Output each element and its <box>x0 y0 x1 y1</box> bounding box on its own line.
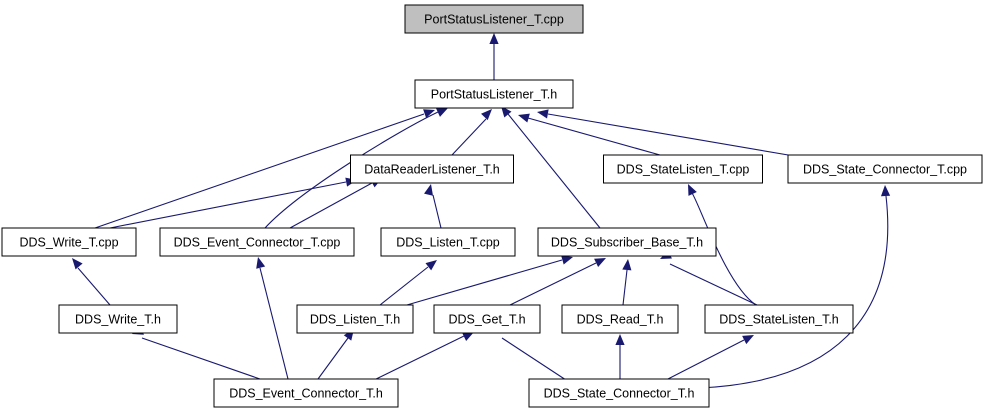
graph-edge-arrowhead <box>489 33 499 44</box>
graph-node-label: DDS_Write_T.h <box>75 312 161 326</box>
graph-node-label: DDS_Read_T.h <box>577 312 664 326</box>
graph-node-label: DDS_StateListen_T.cpp <box>617 162 750 176</box>
graph-edge <box>451 118 487 156</box>
graph-edge <box>669 263 758 306</box>
graph-node-box[interactable] <box>561 304 679 334</box>
graph-edge-arrowhead <box>424 184 434 196</box>
graph-edge <box>369 335 465 383</box>
graph-edge <box>379 266 429 306</box>
graph-edge <box>289 182 373 229</box>
graph-node-label: DDS_State_Connector_T.h <box>544 386 695 400</box>
graph-node-box[interactable] <box>603 154 763 184</box>
graph-node-label: DDS_Listen_T.cpp <box>396 235 500 249</box>
graph-node-box[interactable] <box>296 304 414 334</box>
graph-edge <box>507 113 601 229</box>
graph-node-box[interactable] <box>414 79 574 109</box>
graph-edge-arrowhead <box>561 255 573 265</box>
graph-edge <box>109 181 347 229</box>
graph-node-label: DDS_StateListen_T.h <box>719 312 839 326</box>
graph-node-box[interactable] <box>433 304 541 334</box>
graph-edge-arrowhead <box>481 109 492 121</box>
graph-edge-arrowhead <box>436 108 448 117</box>
node-layer: PortStatusListener_T.cppPortStatusListen… <box>1 4 983 408</box>
graph-node[interactable]: DDS_State_Connector_T.h <box>528 378 710 408</box>
graph-edge-arrowhead <box>501 106 512 118</box>
graph-node-label: PortStatusListener_T.h <box>431 87 558 101</box>
graph-edge <box>94 113 425 229</box>
graph-edge <box>547 113 801 158</box>
graph-edge <box>77 267 111 306</box>
graph-edge-arrowhead <box>425 260 437 271</box>
graph-edge <box>699 195 889 389</box>
graph-node-label: DDS_Listen_T.h <box>310 312 400 326</box>
graph-edge-arrowhead <box>518 113 530 123</box>
graph-node[interactable]: DDS_Read_T.h <box>561 304 679 334</box>
graph-edge-arrowhead <box>72 258 83 270</box>
graph-node[interactable]: PortStatusListener_T.h <box>414 79 574 109</box>
graph-edge <box>259 267 289 380</box>
graph-node-label: DataReaderListener_T.h <box>364 162 500 176</box>
graph-node-box[interactable] <box>404 4 584 34</box>
graph-edge <box>432 194 442 229</box>
graph-node-label: DDS_Event_Connector_T.h <box>229 386 383 400</box>
graph-edge-arrowhead <box>880 185 891 197</box>
graph-edge <box>317 337 349 380</box>
graph-node[interactable]: DDS_Listen_T.h <box>296 304 414 334</box>
graph-node-box[interactable] <box>58 304 178 334</box>
graph-node-box[interactable] <box>380 227 516 257</box>
graph-node-box[interactable] <box>213 378 399 408</box>
graph-edge-arrowhead <box>256 257 266 269</box>
graph-edge-arrowhead <box>423 109 435 118</box>
graph-edge <box>527 117 661 156</box>
graph-node[interactable]: DDS_Get_T.h <box>433 304 541 334</box>
graph-node-label: DDS_Subscriber_Base_T.h <box>551 235 703 249</box>
graph-edge-arrowhead <box>742 335 754 345</box>
graph-edge <box>501 337 567 381</box>
graph-node[interactable]: DDS_Write_T.cpp <box>1 227 137 257</box>
graph-node-label: DDS_State_Connector_T.cpp <box>803 162 967 176</box>
graph-node-label: DDS_Event_Connector_T.cpp <box>174 235 341 249</box>
graph-edge <box>622 269 628 306</box>
graph-node[interactable]: DDS_Event_Connector_T.cpp <box>159 227 355 257</box>
graph-node[interactable]: DDS_State_Connector_T.cpp <box>787 154 983 184</box>
graph-node-box[interactable] <box>704 304 854 334</box>
graph-edge-arrowhead <box>462 332 474 341</box>
graph-node-label: PortStatusListener_T.cpp <box>424 12 564 26</box>
graph-edge <box>399 259 563 308</box>
graph-edge-arrowhead <box>622 259 632 271</box>
graph-edge <box>665 339 745 381</box>
graph-node[interactable]: DDS_StateListen_T.cpp <box>603 154 763 184</box>
graph-node[interactable]: DDS_Listen_T.cpp <box>380 227 516 257</box>
graph-edge <box>509 262 597 306</box>
graph-node-box[interactable] <box>537 227 717 257</box>
graph-edge-arrowhead <box>688 184 697 196</box>
graph-node[interactable]: PortStatusListener_T.cpp <box>404 4 584 34</box>
graph-node[interactable]: DDS_Subscriber_Base_T.h <box>537 227 717 257</box>
graph-node-box[interactable] <box>350 154 514 184</box>
graph-node[interactable]: DDS_StateListen_T.h <box>704 304 854 334</box>
graph-node[interactable]: DDS_Write_T.h <box>58 304 178 334</box>
graph-node-box[interactable] <box>1 227 137 257</box>
graph-edge <box>141 337 261 380</box>
graph-edge-arrowhead <box>594 258 606 267</box>
graph-node[interactable]: DataReaderListener_T.h <box>350 154 514 184</box>
graph-node-label: DDS_Get_T.h <box>448 312 525 326</box>
graph-edge-arrowhead <box>537 109 549 119</box>
graph-node-box[interactable] <box>159 227 355 257</box>
graph-node-box[interactable] <box>787 154 983 184</box>
graph-edge-arrowhead <box>615 334 625 345</box>
graph-node-label: DDS_Write_T.cpp <box>19 235 118 249</box>
graph-node-box[interactable] <box>528 378 710 408</box>
graph-node[interactable]: DDS_Event_Connector_T.h <box>213 378 399 408</box>
